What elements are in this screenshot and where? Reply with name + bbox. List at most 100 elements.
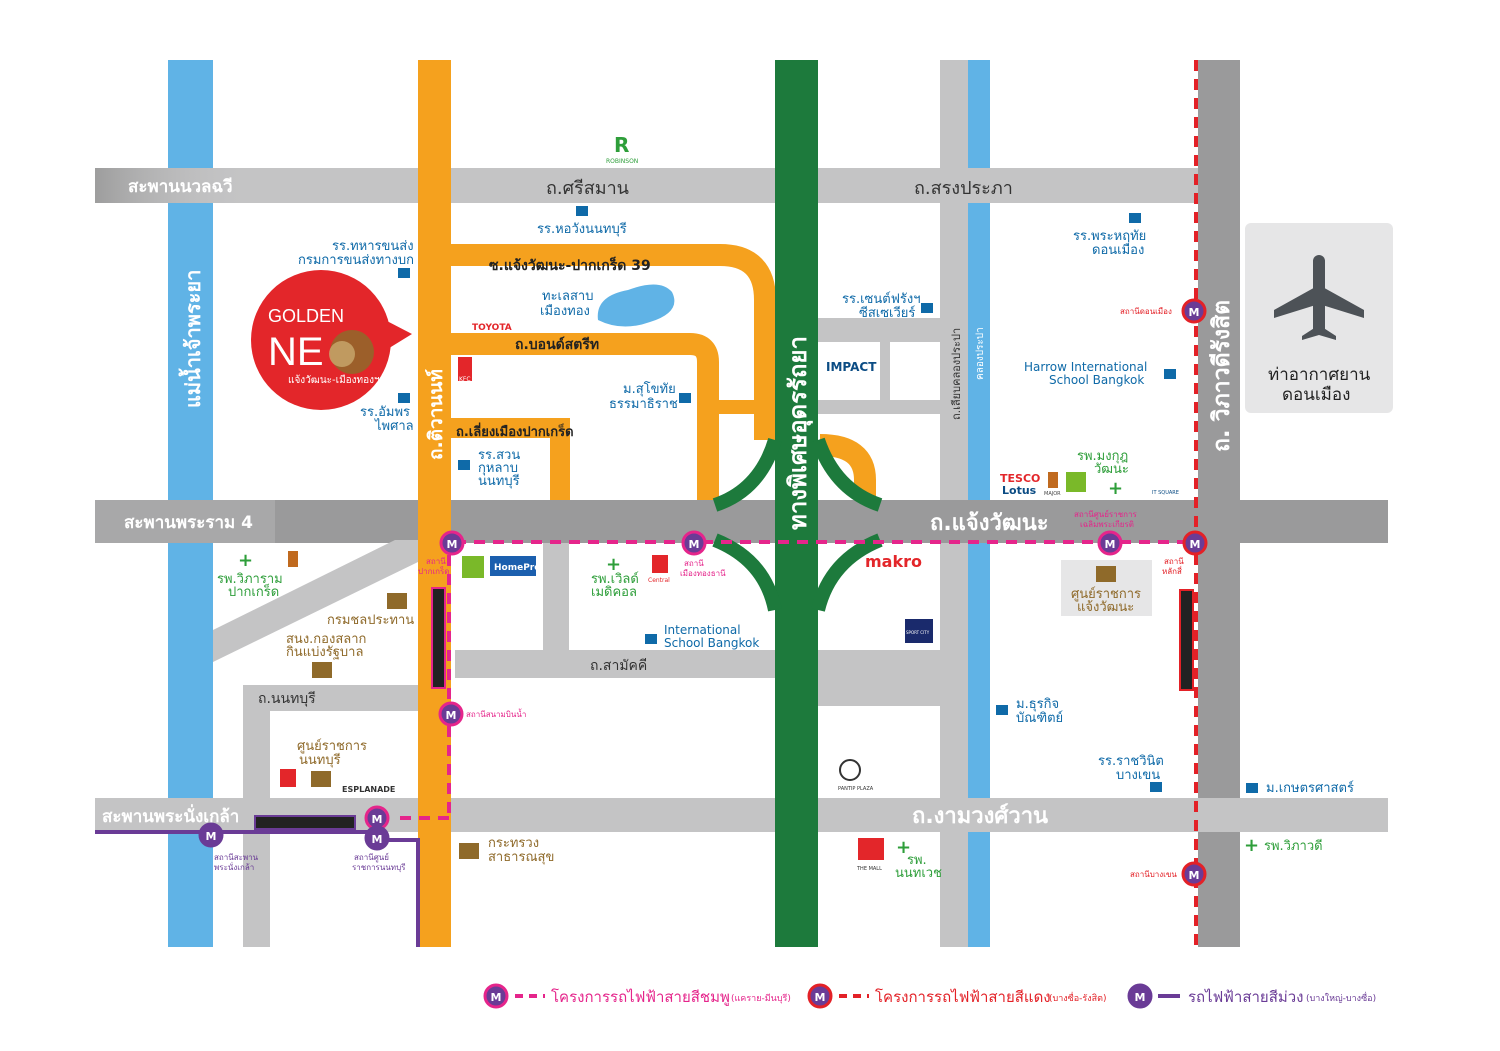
school-icon (398, 393, 410, 403)
nonthavej-label-2: นนทเวช (895, 866, 942, 881)
nawalchawi-bridge-shade (95, 168, 255, 203)
government-icon (311, 771, 331, 787)
train-icon-purple (254, 815, 356, 830)
train-icon-red (1179, 589, 1194, 691)
vibharam-hospital-icon: + (238, 550, 253, 571)
label-tiwanon: ถ.ติวานนท์ (425, 369, 447, 460)
station-laksi-label-1: สถานี (1164, 557, 1184, 566)
impact-block (818, 342, 880, 400)
legend-pink-pin: M (483, 983, 509, 1009)
station-pin-phra-nang-klao[interactable]: M (198, 822, 224, 848)
school-icon (645, 634, 657, 644)
diagonal-road (213, 540, 418, 662)
robinson-label: ROBINSON (606, 158, 638, 165)
station-pin-bang-khen[interactable]: M (1181, 861, 1207, 887)
st-francis-label-1: รร.เซนต์ฟรังฯ (842, 291, 921, 307)
orange-loop (819, 434, 876, 500)
central-label: Central (648, 577, 670, 584)
homepro-logo (490, 556, 536, 576)
label-chao-phraya: แม่น้ำเจ้าพระยา (178, 270, 205, 408)
university-icon (1246, 783, 1258, 793)
stations-layer: M สถานี ปากเกร็ด M สถานี เมืองทองธานี M … (198, 298, 1208, 887)
station-pin-sanam-bin-nam[interactable]: M (438, 701, 464, 727)
legend-purple-pin: M (1127, 983, 1153, 1009)
airplane-icon (1274, 255, 1364, 340)
vibharam-label-1: รพ.วิภาราม (217, 572, 283, 587)
samakkhi-road (455, 650, 943, 678)
station-m-glyph: M (689, 538, 700, 551)
station-gov-complex-label-1: สถานีศูนย์ราชการ (1074, 509, 1137, 520)
mongkut-label-1: รพ.มงกุฎ (1077, 449, 1128, 464)
ngamwongwan-right-stub (818, 678, 943, 706)
golden-neo-title: GOLDEN (268, 306, 344, 326)
ratchawinit-label-1: รร.ราชวินิต (1098, 754, 1164, 769)
lake-shape (597, 284, 675, 327)
tesco-label-2: Lotus (1002, 484, 1037, 497)
station-pin-nonthaburi-civic[interactable]: M (364, 825, 390, 851)
station-muangthong-label-2: เมืองทองธานี (680, 569, 726, 578)
the-mall-label: THE MALL (856, 866, 882, 872)
station-pin-pakkret[interactable]: M (439, 530, 465, 556)
places-layer: R ROBINSON รร.หอวังนนทบุรี รร.ทหารขนส่ง … (217, 133, 1354, 881)
irrigation-label: กรมชลประทาน (327, 613, 414, 628)
rama4-bridge (95, 500, 275, 543)
bigc-icon (462, 556, 484, 578)
expressway-interchange (712, 437, 883, 612)
label-ngamwongwan: ถ.งามวงศ์วาน (912, 803, 1048, 829)
bundit-label-1: ม.ธุรกิจ (1016, 697, 1059, 712)
major-icon (288, 551, 298, 567)
lake-label-2: เมืองทอง (540, 303, 590, 319)
health-label-1: กระทรวง (488, 836, 539, 851)
station-nonthaburi-civic-label-2: ราชการนนทบุรี (352, 863, 406, 872)
harrow-label-2: School Bangkok (1049, 373, 1144, 387)
lake-label-1: ทะเลสาบ (542, 289, 593, 304)
label-song-prapa: ถ.สรงประภา (914, 178, 1013, 199)
inner-road-a (543, 543, 569, 650)
road-network (95, 60, 1388, 947)
homepro-label: HomePro (494, 563, 540, 573)
legend-red-note: (บางซื่อ-รังสิต) (1049, 991, 1107, 1004)
world-medical-label-1: รพ.เวิลด์ (591, 571, 639, 587)
label-bond-street: ถ.บอนด์สตรีท (515, 336, 599, 353)
nonthavej-hospital-icon: + (896, 837, 911, 858)
station-don-mueang-label: สถานีดอนเมือง (1120, 307, 1172, 316)
sukhothai-label-1: ม.สุโขทัย (623, 381, 676, 397)
legend-purple-label: รถไฟฟ้าสายสีม่วง (1188, 988, 1304, 1006)
station-pin-gov-complex[interactable]: M (1097, 530, 1123, 556)
station-pin-muangthong[interactable]: M (681, 530, 707, 556)
suan-kularb-label-2: กุหลาบ (478, 461, 518, 476)
suan-kularb-label-1: รร.สวน (478, 448, 520, 463)
station-pin-pink-muang[interactable]: M (364, 805, 390, 831)
station-pin-don-mueang[interactable]: M (1181, 298, 1207, 324)
legend-pink-note: (แคราย-มีนบุรี) (731, 993, 791, 1004)
station-pin-laksi[interactable]: M (1182, 530, 1208, 556)
toyota-label: TOYOTA (472, 323, 512, 333)
school-icon (576, 206, 588, 216)
government-icon (387, 593, 407, 609)
isb-label-1: International (664, 623, 741, 637)
legend-red-label: โครงการรถไฟฟ้าสายสีแดง (875, 988, 1051, 1006)
sukhothai-label-2: ธรรมาธิราช (609, 397, 678, 412)
label-expressway: ทางพิเศษอุดรรัถยา (784, 336, 814, 530)
central-icon (280, 769, 296, 787)
pantip-label: PANTIP PLAZA (838, 786, 874, 792)
central-icon (652, 555, 668, 573)
vibhavadi-hospital-icon: + (1244, 835, 1259, 856)
bond-street-road (451, 333, 719, 500)
label-chaengwattana: ถ.แจ้งวัฒนะ (930, 511, 1049, 536)
isb-label-2: School Bangkok (664, 636, 759, 650)
university-icon (996, 705, 1008, 715)
nonthaburi-road-horizontal (243, 685, 418, 711)
government-icon (1096, 566, 1116, 582)
hor-wang-label: รร.หอวังนนทบุรี (537, 221, 627, 237)
army-school-label-2: กรมการขนส่งทางบก (298, 253, 414, 268)
station-m-glyph: M (446, 709, 457, 722)
station-pakkret-label-2: ปากเกร็ด (418, 566, 449, 576)
station-laksi-label-2: หลักสี่ (1162, 565, 1182, 576)
label-vibhavadi: ถ. วิภาวดีรังสิต (1209, 300, 1235, 452)
label-sri-saman: ถ.ศรีสมาน (546, 178, 629, 199)
station-pakkret-label-1: สถานี (426, 557, 446, 566)
station-muangthong-label-1: สถานี (684, 559, 704, 568)
label-rama4-bridge: สะพานพระราม 4 (124, 513, 253, 533)
station-m-glyph: M (1189, 869, 1200, 882)
